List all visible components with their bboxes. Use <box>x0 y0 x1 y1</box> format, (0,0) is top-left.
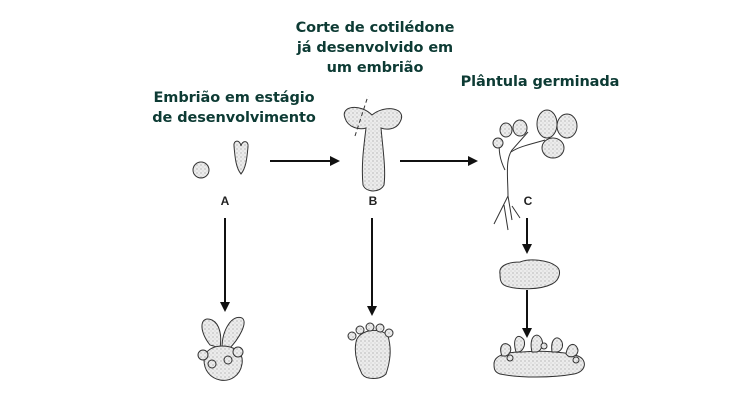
stage-letter-c: C <box>523 194 533 208</box>
label-germinated-seedling: Plântula germinada <box>455 72 625 92</box>
regenerated-embryo-icon <box>197 316 245 381</box>
heart-embryo-icon <box>233 140 249 175</box>
regenerated-shoots-icon <box>493 334 585 378</box>
label-cotyledon-cut: Corte de cotilédone já desenvolvido em u… <box>290 18 460 78</box>
label-line: de desenvolvimento <box>152 110 316 126</box>
label-line: Corte de cotilédone <box>295 20 455 36</box>
globular-embryo-icon <box>192 161 210 179</box>
callus-mass-icon <box>499 259 560 290</box>
label-line: já desenvolvido em <box>296 40 454 56</box>
cotyledon-piece-icon <box>347 322 394 379</box>
label-line: um embrião <box>326 60 424 76</box>
label-line: Embrião em estágio <box>153 90 315 106</box>
label-developing-embryo: Embrião em estágio de desenvolvimento <box>150 88 318 128</box>
torpedo-embryo-icon <box>343 95 403 192</box>
stage-letter-b: B <box>368 194 378 208</box>
label-line: Plântula germinada <box>460 74 620 90</box>
seedling-icon <box>492 109 578 231</box>
stage-letter-a: A <box>220 194 230 208</box>
